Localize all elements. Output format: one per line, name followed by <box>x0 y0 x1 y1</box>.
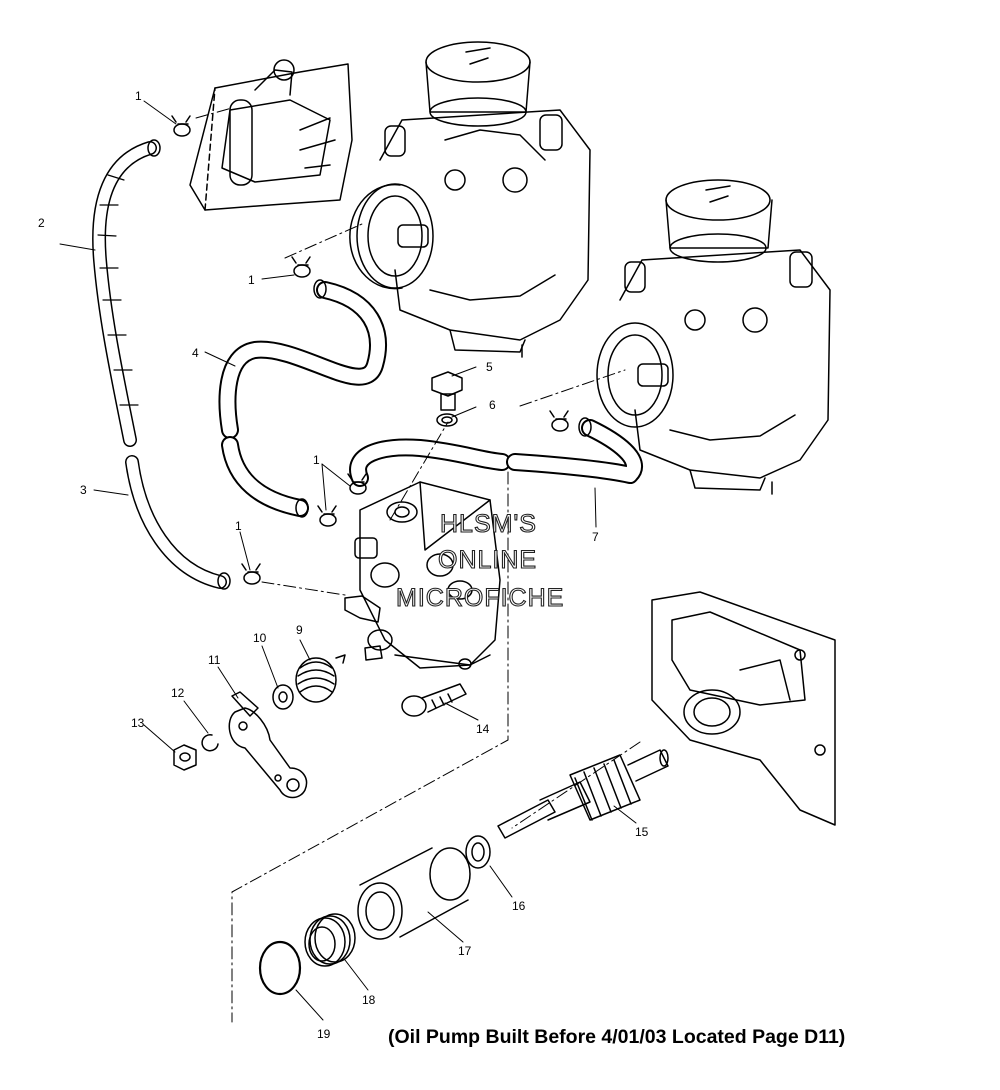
callout-19: 19 <box>317 1027 331 1041</box>
assembly-lines <box>195 107 641 1023</box>
screw <box>401 683 467 717</box>
nut <box>173 744 197 771</box>
footer-note: (Oil Pump Built Before 4/01/03 Located P… <box>388 1026 846 1048</box>
hose-clamp <box>291 256 311 278</box>
hose-2 <box>92 139 161 447</box>
circlip <box>201 734 219 752</box>
callout-1: 1 <box>248 273 255 287</box>
callout-18: 18 <box>362 993 376 1007</box>
hose-3 <box>125 455 231 590</box>
bushing <box>357 847 471 940</box>
hose-4 <box>218 279 387 518</box>
washer <box>272 684 294 710</box>
drive-gear-shaft <box>497 749 669 839</box>
callout-7: 7 <box>592 530 599 544</box>
callout-4: 4 <box>192 346 199 360</box>
watermark-line-2: ONLINE <box>437 546 538 574</box>
hose-clamp <box>317 505 337 527</box>
watermark-line-3: MICROFICHE <box>395 584 565 612</box>
spring <box>304 913 356 967</box>
banjo-bolt <box>431 371 463 411</box>
thrust-washer <box>465 835 491 869</box>
o-ring <box>258 940 302 996</box>
hose-7 <box>349 417 643 487</box>
callout-1: 1 <box>313 453 320 467</box>
control-lever <box>228 691 308 799</box>
callout-10: 10 <box>253 631 267 645</box>
callout-9: 9 <box>296 623 303 637</box>
carburetor-rear <box>596 179 831 495</box>
carburetor-front <box>349 41 591 358</box>
hose-clamp <box>241 563 261 585</box>
callout-14: 14 <box>476 722 490 736</box>
callout-12: 12 <box>171 686 185 700</box>
return-spring <box>295 654 346 703</box>
engine-case-top <box>189 59 353 211</box>
watermark-line-1: HLSM'S <box>439 510 537 538</box>
callout-1: 1 <box>135 89 142 103</box>
engine-case-right <box>651 591 836 826</box>
callout-1: 1 <box>235 519 242 533</box>
hose-clamp <box>549 410 569 432</box>
leader-lines <box>59 100 637 1021</box>
hose-clamp <box>171 115 191 137</box>
callout-16: 16 <box>512 899 526 913</box>
callout-13: 13 <box>131 716 145 730</box>
callout-3: 3 <box>80 483 87 497</box>
callout-17: 17 <box>458 944 472 958</box>
hose-clamp <box>347 473 367 495</box>
callout-15: 15 <box>635 825 649 839</box>
callout-5: 5 <box>486 360 493 374</box>
callout-11: 11 <box>208 653 221 667</box>
callout-6: 6 <box>489 398 496 412</box>
callout-2: 2 <box>38 216 45 230</box>
